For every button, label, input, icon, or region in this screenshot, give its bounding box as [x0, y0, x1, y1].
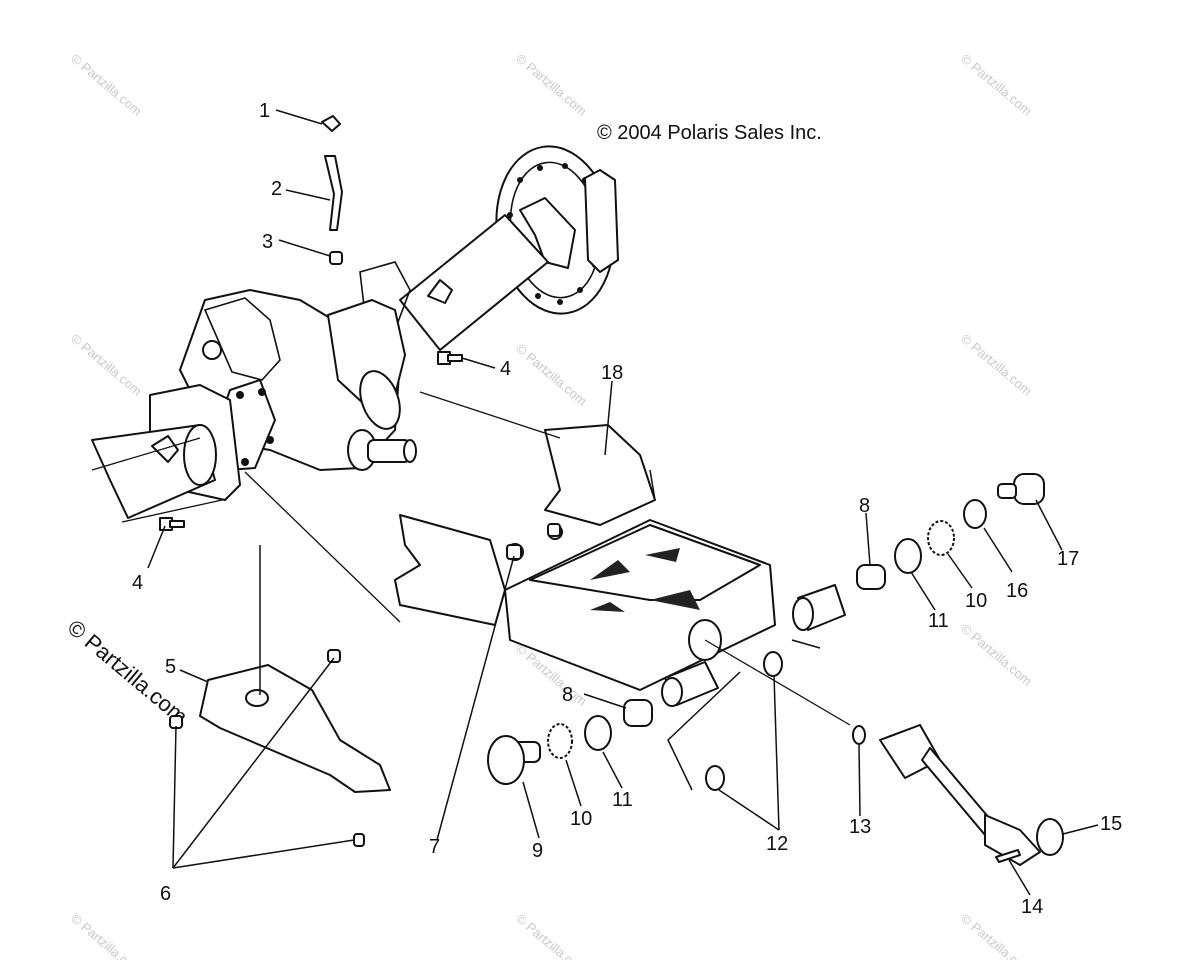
callout-6: 6 — [160, 883, 171, 905]
seal-11-lower — [584, 715, 612, 751]
copyright-notice: © 2004 Polaris Sales Inc. — [597, 122, 822, 144]
callout-8-lower: 8 — [562, 684, 573, 706]
watermark-tile: © Partzilla.com — [958, 621, 1035, 689]
vent-tube-2 — [324, 155, 343, 231]
callout-16: 16 — [1006, 580, 1028, 602]
callout-5: 5 — [165, 656, 176, 678]
bushing-8-lower — [623, 699, 653, 727]
callout-2: 2 — [271, 178, 282, 200]
callout-12: 12 — [766, 833, 788, 855]
watermark-tile: © Partzilla.com — [68, 51, 145, 119]
nut-7 — [506, 544, 522, 560]
bolt-6-a — [327, 649, 341, 663]
vent-fitting-1 — [321, 115, 341, 132]
watermark-tile: © Partzilla.com — [958, 331, 1035, 399]
bearing-10-lower — [547, 723, 573, 759]
callout-8-upper: 8 — [859, 495, 870, 517]
swing-arm-frame — [394, 424, 776, 691]
callout-labels: 1 2 3 4 4 5 6 7 8 8 9 10 10 11 11 12 13 … — [132, 100, 1122, 918]
bushing-8-upper — [856, 564, 886, 590]
callout-13: 13 — [849, 816, 871, 838]
callout-18: 18 — [601, 362, 623, 384]
bearing-10-upper — [927, 520, 955, 556]
pivot-bolt-9 — [487, 735, 541, 785]
clamp-3 — [329, 251, 343, 265]
skid-plate — [199, 664, 391, 793]
callout-10-upper: 10 — [965, 590, 987, 612]
callout-1: 1 — [259, 100, 270, 122]
bolt-6-c — [353, 833, 365, 847]
cap-12-upper — [763, 651, 783, 677]
callout-15: 15 — [1100, 813, 1122, 835]
watermark-tile: © Partzilla.com — [513, 51, 590, 119]
drive-shaft-15 — [879, 724, 1064, 866]
callout-10-lower: 10 — [570, 808, 592, 830]
o-ring-13 — [852, 725, 866, 745]
nut-16 — [963, 499, 987, 529]
pivot-bolt-17 — [997, 473, 1045, 505]
sleeve-right — [792, 584, 846, 631]
callout-11-upper: 11 — [928, 610, 949, 632]
callout-7: 7 — [429, 836, 440, 858]
watermark-tile: © Partzilla.com — [68, 331, 145, 399]
watermark-tile: © Partzilla.com — [513, 911, 590, 960]
callout-14: 14 — [1021, 896, 1043, 918]
left-axle-tube-end — [183, 424, 217, 486]
watermark-tile: © Partzilla.com — [958, 911, 1035, 960]
leader-lines — [91, 109, 1099, 896]
watermark-tile: © Partzilla.com — [68, 911, 145, 960]
callout-17: 17 — [1057, 548, 1079, 570]
cap-12-lower — [705, 765, 725, 791]
right-axle-tube — [399, 214, 549, 351]
callout-4-lower: 4 — [132, 572, 143, 594]
watermark-tile: © Partzilla.com — [958, 51, 1035, 119]
sleeve-left — [661, 661, 719, 707]
pin-14 — [995, 849, 1021, 863]
watermark-tile: © Partzilla.com — [513, 341, 590, 409]
bolt-4-upper — [437, 351, 463, 365]
nut-18 — [547, 523, 561, 537]
bolt-4-lower — [159, 517, 185, 531]
callout-4-upper: 4 — [500, 358, 511, 380]
seal-11-upper — [894, 538, 922, 574]
bracket-clip — [427, 279, 453, 304]
callout-3: 3 — [262, 231, 273, 253]
callout-11-lower: 11 — [612, 789, 633, 811]
callout-9: 9 — [532, 840, 543, 862]
